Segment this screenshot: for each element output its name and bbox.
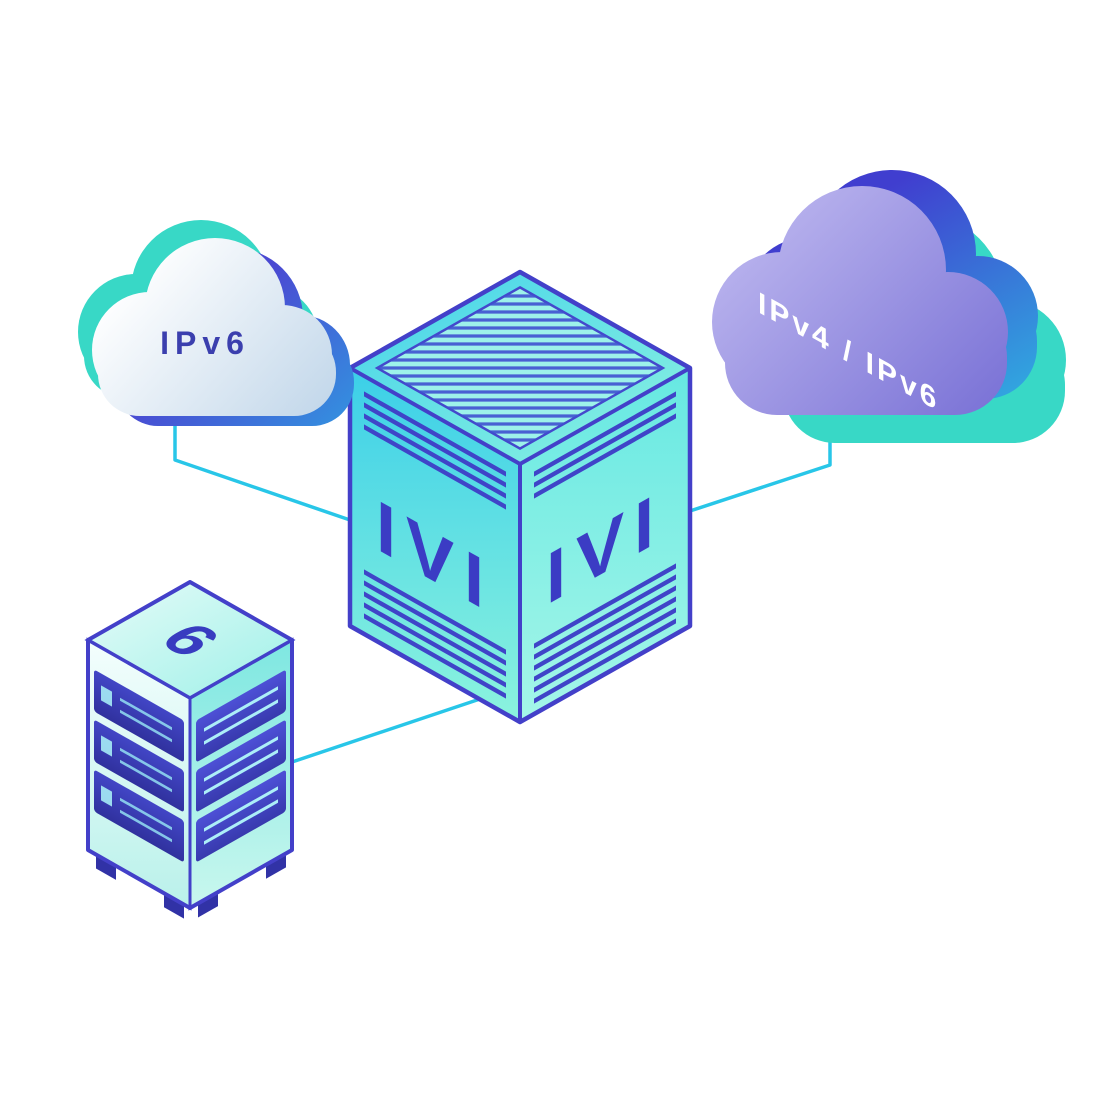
rack-lines xyxy=(204,736,278,795)
server-right-face-racks xyxy=(196,670,286,918)
server-foot xyxy=(96,854,116,880)
server-foot xyxy=(266,853,286,879)
server-outline xyxy=(86,580,294,910)
ipv6-server: 6 xyxy=(84,579,296,919)
rack-vent xyxy=(101,735,112,757)
ipv6-cloud-label: IPv6 xyxy=(160,325,250,361)
cube-inner-edges xyxy=(349,366,691,722)
rack-lines xyxy=(120,747,172,793)
rack-lines xyxy=(120,697,172,743)
rack-lines xyxy=(204,786,278,845)
server-left-face-racks xyxy=(94,670,184,919)
ipv6-cloud: IPv6 xyxy=(78,220,354,426)
server-foot xyxy=(164,893,184,919)
server-rack-unit xyxy=(94,720,184,812)
rack-lines xyxy=(204,686,278,745)
server-rack-unit xyxy=(196,720,286,812)
server-rack-unit xyxy=(94,770,184,862)
rack-vent xyxy=(101,685,112,707)
dual-stack-cloud: IPv4 / IPv6 xyxy=(712,170,1066,443)
server-rack-unit xyxy=(196,770,286,862)
cube-top-vent-lines xyxy=(378,294,662,442)
rack-lines xyxy=(120,797,172,843)
ivi-translator: IVI IVI xyxy=(347,269,693,725)
connector-server-to-ivi xyxy=(290,697,482,764)
server-foot xyxy=(198,892,218,918)
server-rack-unit xyxy=(196,670,286,762)
rack-vent xyxy=(101,785,112,807)
cube-left-face-stripes xyxy=(364,391,506,699)
server-rack-unit xyxy=(94,670,184,762)
cube-right-face-stripes xyxy=(534,391,676,704)
